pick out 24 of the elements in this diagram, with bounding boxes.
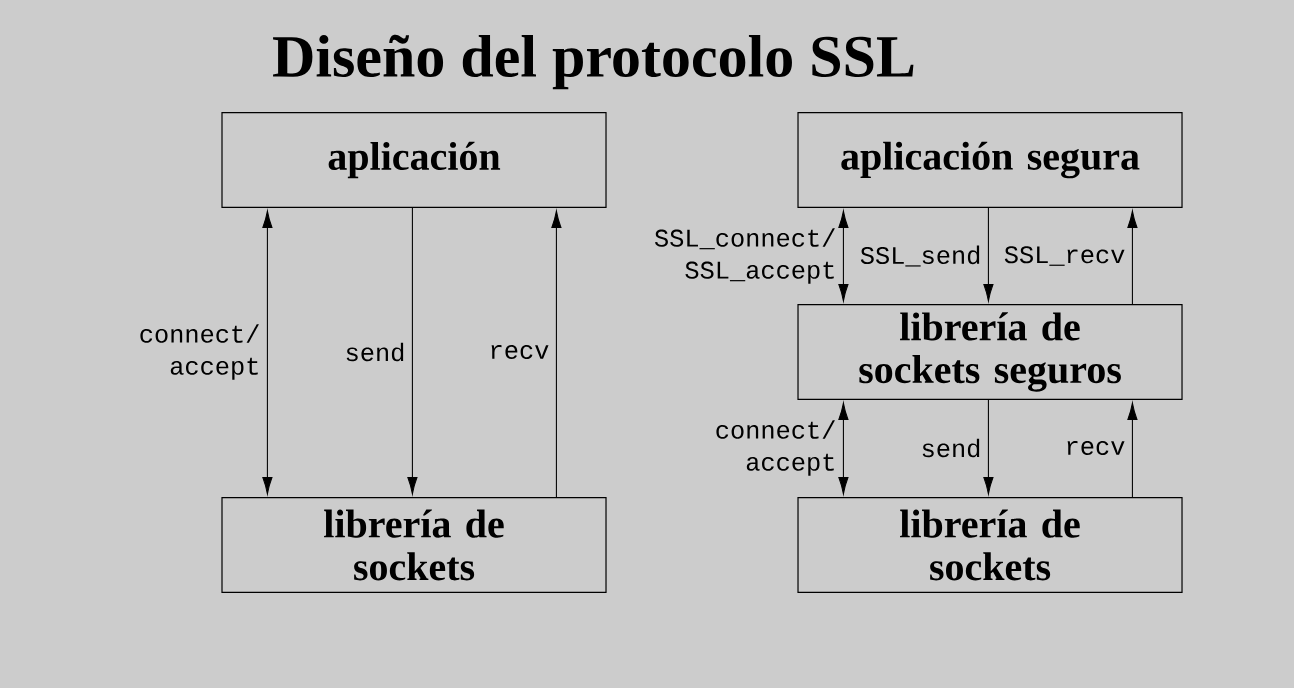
arrow <box>983 399 994 495</box>
edge-label: SSL_connect/ SSL_accept <box>654 228 835 284</box>
edge-label: send <box>346 342 404 362</box>
edge-label: recv <box>1067 441 1125 455</box>
layer-box: librería de sockets <box>797 497 1183 593</box>
edge-label: connect/ accept <box>716 420 835 476</box>
layer-box: aplicación <box>221 112 607 208</box>
edge-label: recv <box>491 345 549 359</box>
arrow <box>838 402 849 495</box>
arrow <box>262 210 273 495</box>
layer-box: aplicación segura <box>797 112 1183 208</box>
layer-box: librería de sockets <box>221 497 607 593</box>
arrow <box>983 207 994 302</box>
arrow <box>838 210 849 302</box>
title: Diseño del protocolo SSL <box>273 34 914 90</box>
edge-label: SSL_recv <box>1004 246 1125 266</box>
layer-box: librería de sockets seguros <box>797 304 1183 400</box>
arrow <box>1127 402 1138 498</box>
arrow <box>407 207 418 495</box>
edge-label: send <box>922 438 980 458</box>
arrow <box>1127 210 1138 305</box>
edge-label: connect/ accept <box>140 324 259 380</box>
arrow <box>551 210 562 498</box>
edge-label: SSL_send <box>860 245 980 267</box>
